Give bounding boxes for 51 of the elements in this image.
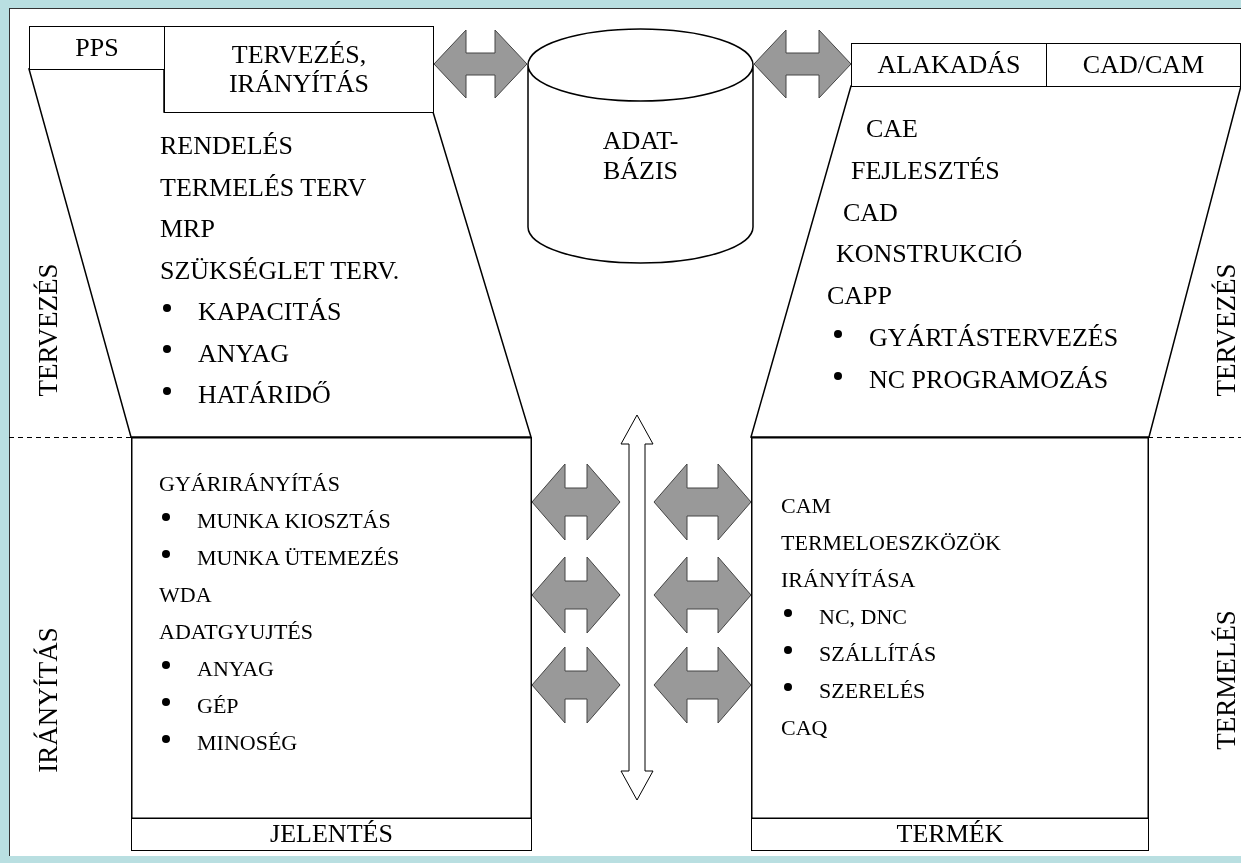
header-box: PPS [29,26,165,70]
footer-box: JELENTÉS [131,818,532,851]
list-item-text: FEJLESZTÉS [851,154,1000,187]
list-item-text: CAE [866,113,918,145]
list-item-text: NC, DNC [819,603,907,631]
list-item-text: CAD [843,196,898,229]
list-item-text: SZÁLLÍTÁS [819,640,937,668]
side-label: IRÁNYÍTÁS [32,627,64,773]
list-item-text: NC PROGRAMOZÁS [869,363,1109,396]
vertical-double-arrow [620,414,654,801]
list-item-text: MUNKA ÜTEMEZÉS [197,544,400,572]
header-box: ALAKADÁS [851,43,1047,87]
list-item-text: KONSTRUKCIÓ [836,238,1023,271]
list-item-text: MUNKA KIOSZTÁS [197,507,391,535]
database-cylinder [527,28,754,264]
list-item-text: ADATGYUJTÉS [159,618,313,646]
list-item-text: SZERELÉS [819,677,926,705]
block-arrow [531,646,621,724]
block-arrow [653,646,752,724]
module-box [751,437,1149,819]
block-arrow [433,29,528,99]
block-arrow [531,556,621,634]
list-item-text: HATÁRIDŐ [198,379,331,411]
block-arrow [753,29,852,99]
list-item-text: CAPP [827,280,893,313]
list-item-text: MRP [160,213,215,245]
header-box: TERVEZÉS, IRÁNYÍTÁS [164,26,434,113]
list-item-text: GYÁRIRÁNYÍTÁS [159,470,340,498]
list-item-text: ANYAG [198,337,289,370]
side-label: TERMELÉS [1210,610,1241,750]
list-item-text: KAPACITÁS [198,296,342,328]
list-item-text: RENDELÉS [160,130,293,162]
list-item-text: ANYAG [197,655,274,683]
list-item-text: GYÁRTÁSTERVEZÉS [869,322,1119,354]
list-item-text: TERMELÉS TERV [160,171,367,204]
footer-box: TERMÉK [751,818,1149,851]
list-item-text: MINOSÉG [197,729,298,757]
list-item-text: CAM [781,492,832,520]
block-arrow [653,556,752,634]
side-label: TERVEZÉS [1210,263,1241,397]
list-item-text: WDA [159,581,212,609]
list-item-text: CAQ [781,714,828,742]
side-label: TERVEZÉS [32,263,64,397]
list-item-text: GÉP [197,692,239,720]
header-box: CAD/CAM [1046,43,1241,87]
block-arrow [531,463,621,541]
node-label: ADAT- BÁZIS [601,126,680,186]
module-box [131,437,532,819]
list-item-text: SZÜKSÉGLET TERV. [160,254,400,287]
block-arrow [653,463,752,541]
list-item-text: TERMELOESZKÖZÖK IRÁNYÍTÁSA [781,529,1002,594]
